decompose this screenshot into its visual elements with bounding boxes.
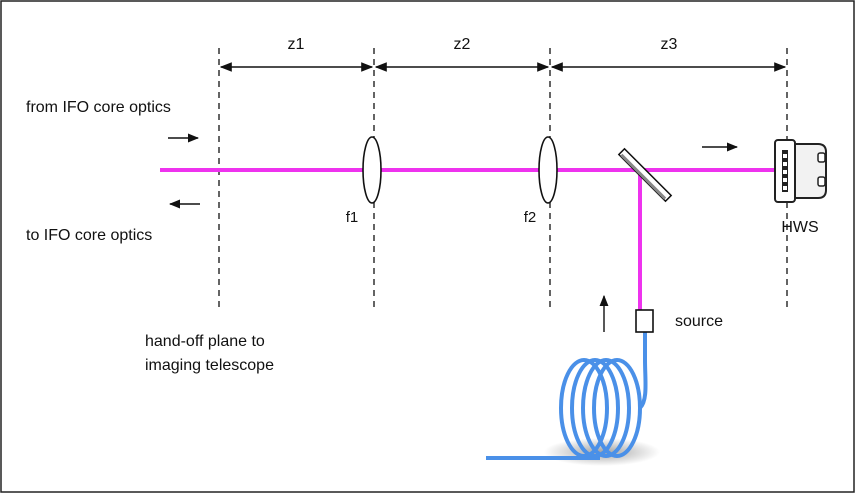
handoff-label-line2: imaging telescope	[145, 357, 274, 374]
fiber-coil	[486, 332, 648, 460]
direction-arrows	[168, 133, 739, 332]
source-box	[635, 309, 654, 333]
fiber-loop-3	[581, 358, 631, 458]
z2-label: z2	[454, 36, 471, 53]
f1-label: f1	[346, 209, 359, 226]
fiber-loop-1	[559, 358, 609, 458]
handoff-label-line1: hand-off plane to	[145, 333, 265, 350]
z1-label: z1	[288, 36, 305, 53]
z3-label: z3	[661, 36, 678, 53]
lens-f1	[362, 136, 382, 204]
hws-label: HWS	[781, 219, 818, 236]
lens-f2	[538, 136, 558, 204]
hws-camera	[774, 139, 827, 203]
to-ifo-label: to IFO core optics	[26, 227, 152, 244]
source-label: source	[675, 313, 723, 330]
f2-label: f2	[524, 209, 537, 226]
beam-splitter	[617, 147, 673, 203]
fiber-loop-2	[570, 358, 620, 458]
from-ifo-label: from IFO core optics	[26, 99, 171, 116]
laser-beam	[160, 168, 775, 310]
fiber-to-source	[638, 332, 648, 410]
